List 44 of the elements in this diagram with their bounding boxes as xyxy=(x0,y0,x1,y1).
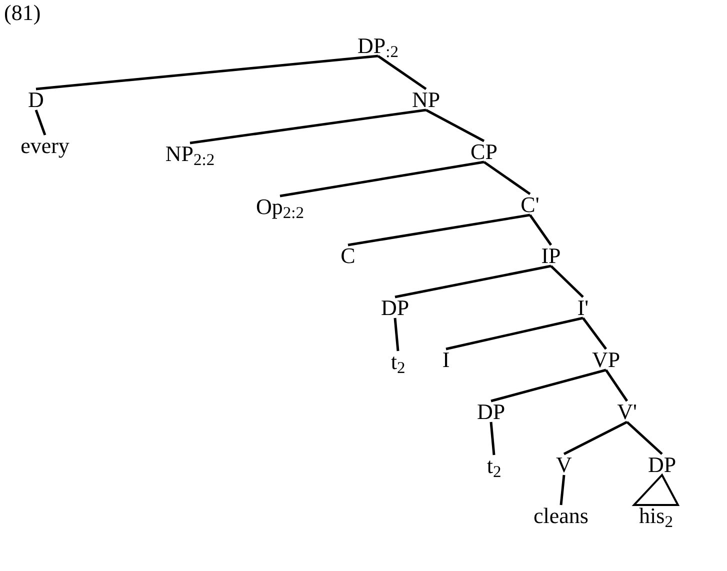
tree-branch xyxy=(550,265,584,298)
tree-label: t$_{2}$ xyxy=(486,454,502,478)
example-number: (81) xyxy=(4,2,41,24)
tree-label: C' xyxy=(520,193,540,217)
triangle-branch xyxy=(632,473,680,506)
tree-branch xyxy=(483,160,531,196)
tree-branch xyxy=(425,108,485,142)
tree-branch xyxy=(280,160,484,198)
tree-branch xyxy=(348,214,530,246)
tree-label: CP xyxy=(470,140,498,164)
tree-branch xyxy=(563,420,628,456)
tree-label: IP xyxy=(540,244,562,268)
tree-label: DP$_{:2}$ xyxy=(356,34,400,58)
tree-label: C xyxy=(340,244,356,268)
tree-label: V' xyxy=(616,400,638,424)
tree-label: Op$_{2:2}$ xyxy=(255,195,305,219)
tree-branch xyxy=(560,474,566,506)
tree-branch xyxy=(528,214,552,246)
tree-branch xyxy=(626,421,663,455)
tree-branch xyxy=(490,368,606,402)
tree-branch xyxy=(394,264,552,298)
tree-label: his$_{2}$ xyxy=(638,504,674,528)
tree-label: DP xyxy=(380,296,410,320)
tree-branch xyxy=(190,108,426,144)
tree-branch xyxy=(446,316,584,350)
tree-label: DP xyxy=(646,453,678,477)
tree-branch xyxy=(582,317,607,350)
tree-label: I' xyxy=(576,296,590,320)
tree-branch xyxy=(377,54,427,90)
tree-label: NP$_{2:2}$ xyxy=(164,142,216,166)
tree-label: t$_{2}$ xyxy=(390,350,406,374)
tree-label: cleans xyxy=(532,504,590,528)
tree-label: DP xyxy=(476,400,506,424)
tree-label: every xyxy=(20,134,70,158)
tree-label: I xyxy=(441,348,451,372)
tree-branch xyxy=(490,422,496,456)
tree-label: VP xyxy=(590,348,622,372)
tree-label: V xyxy=(555,453,573,477)
tree-branch xyxy=(604,369,628,402)
tree-branch xyxy=(394,318,400,352)
tree-label: D xyxy=(27,88,45,112)
tree-label: NP xyxy=(410,88,442,112)
tree-branch xyxy=(34,110,46,136)
tree-branch xyxy=(36,54,378,90)
